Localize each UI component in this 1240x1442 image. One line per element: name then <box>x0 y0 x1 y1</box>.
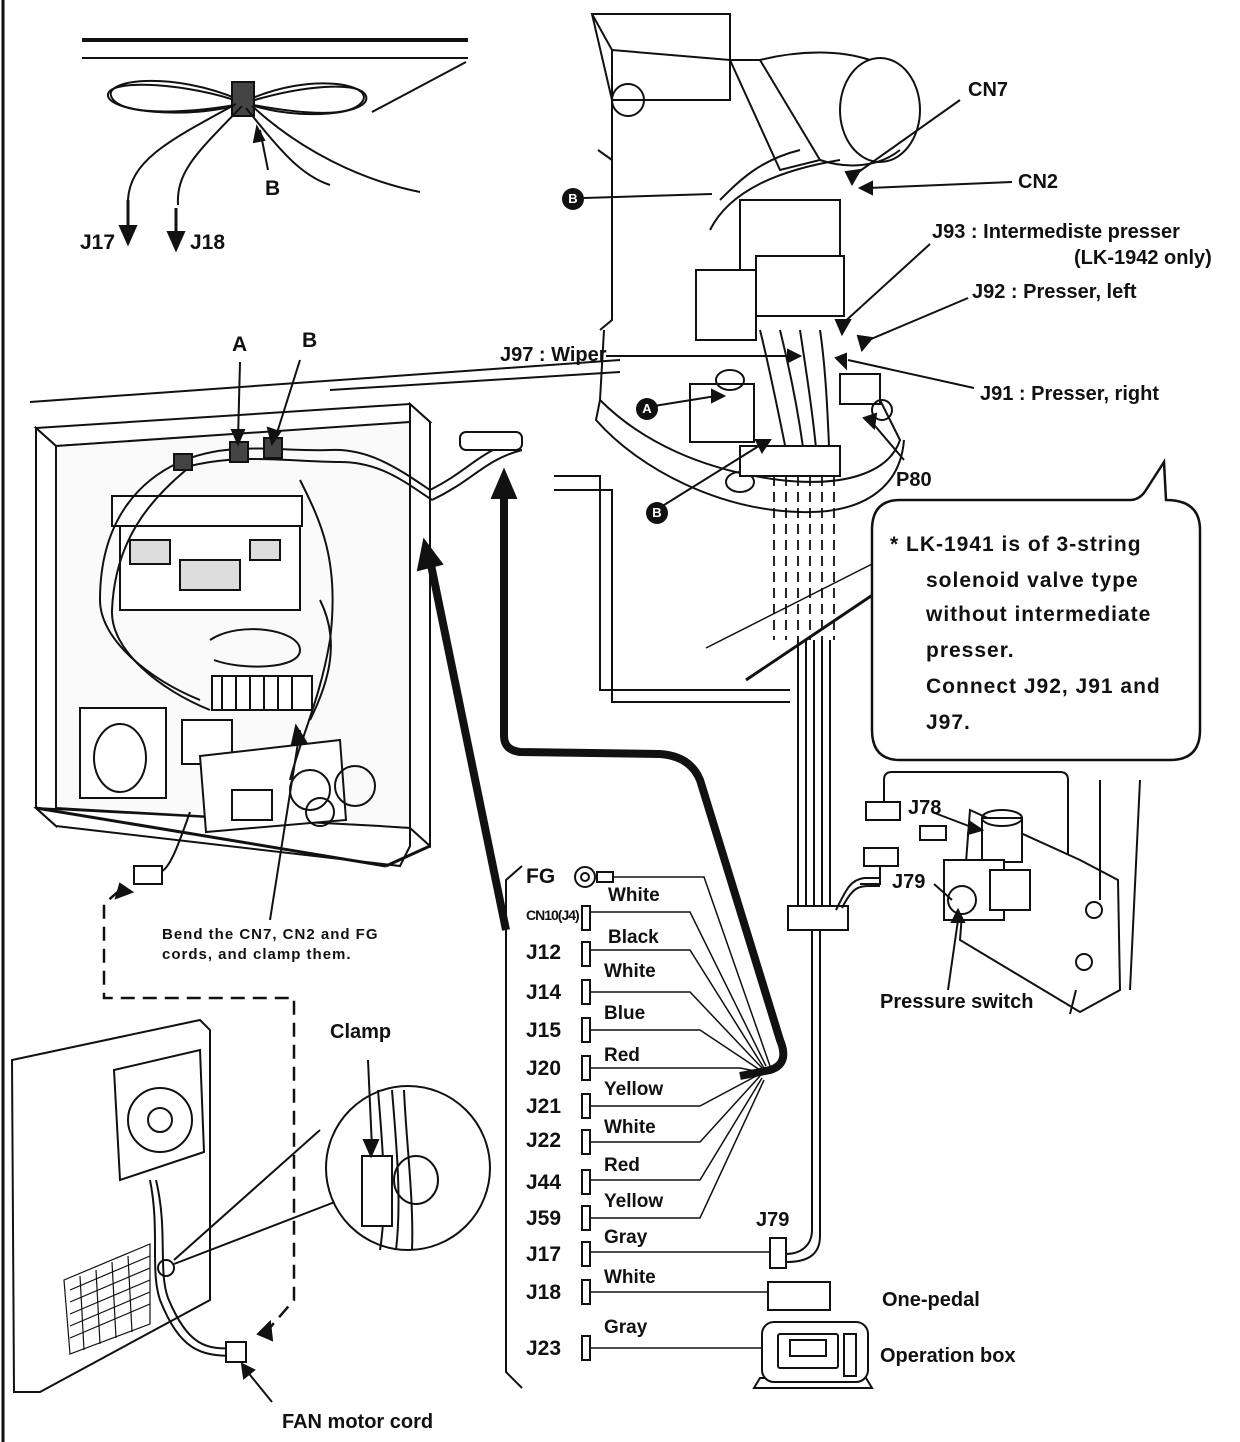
pressure-switch-label: Pressure switch <box>880 991 1034 1013</box>
wire-color-j59: Yellow <box>604 1191 664 1212</box>
cable-bundle-detail <box>82 38 468 253</box>
bend-note-line-2: cords, and clamp them. <box>162 946 352 963</box>
wire-color-j12: Black <box>608 927 659 948</box>
connector-j44-label: J44 <box>526 1171 562 1194</box>
connector-cn10-label: CN10(J4) <box>526 907 580 923</box>
wire-color-j14: White <box>604 961 656 982</box>
cn2-label: CN2 <box>1018 171 1059 193</box>
wire-color-j15: Blue <box>604 1003 646 1024</box>
pneumatics-drawing <box>860 771 1141 1015</box>
connector-j59-label: J59 <box>526 1207 562 1230</box>
connector-j20-label: J20 <box>526 1057 562 1080</box>
bend-note-line-1: Bend the CN7, CN2 and FG <box>162 926 379 943</box>
wire-color-cn10: White <box>608 885 660 906</box>
j93-label: J93 : Intermediste presser <box>932 221 1180 243</box>
j79-pneumatic-label: J79 <box>892 871 926 893</box>
marker-a-icon: A <box>636 398 658 420</box>
wire-color-j44: Red <box>604 1155 640 1176</box>
callout-line-3: without intermediate <box>926 603 1152 626</box>
callout-line-1: * LK-1941 is of 3-string <box>890 533 1142 556</box>
wire-color-j17: Gray <box>604 1227 648 1248</box>
wire-color-j22: White <box>604 1117 656 1138</box>
clamp-label: Clamp <box>330 1021 392 1043</box>
wire-color-j20: Red <box>604 1045 640 1066</box>
connector-j14-label: J14 <box>526 981 562 1004</box>
connector-j17-label: J17 <box>526 1243 562 1266</box>
j92-label: J92 : Presser, left <box>972 281 1137 303</box>
clamp-a-label: A <box>232 333 248 356</box>
callout-line-2: solenoid valve type <box>926 569 1139 592</box>
j17-arrow-label: J17 <box>80 231 116 254</box>
j93-note: (LK-1942 only) <box>1074 247 1212 269</box>
cn7-label: CN7 <box>968 79 1009 101</box>
control-box-drawing <box>29 359 621 921</box>
operation-box-label: Operation box <box>880 1345 1016 1367</box>
wire-color-j18: White <box>604 1267 656 1288</box>
connector-j18-label: J18 <box>526 1281 562 1304</box>
one-pedal-label: One-pedal <box>882 1289 980 1311</box>
callout-line-4: presser. <box>926 639 1015 662</box>
wire-color-j23: Gray <box>604 1317 648 1338</box>
fg-label: FG <box>526 865 556 888</box>
fan-motor-cord-label: FAN motor cord <box>282 1411 434 1433</box>
clamp-b-label-box: B <box>302 329 318 352</box>
marker-b-icon-lower: B <box>646 502 668 524</box>
connector-j15-label: J15 <box>526 1019 562 1042</box>
callout-line-5: Connect J92, J91 and <box>926 675 1161 698</box>
marker-b-icon: B <box>562 188 584 210</box>
connector-j22-label: J22 <box>526 1129 562 1152</box>
j18-arrow-label: J18 <box>190 231 226 254</box>
clamp-b-label: B <box>265 177 281 200</box>
wire-color-j21: Yellow <box>604 1079 664 1100</box>
connector-j21-label: J21 <box>526 1095 562 1118</box>
j78-label: J78 <box>908 797 942 819</box>
j97-label: J97 : Wiper <box>500 344 607 366</box>
p80-label: P80 <box>896 469 932 491</box>
callout-bubble-outline <box>870 458 1202 762</box>
j91-label: J91 : Presser, right <box>980 383 1159 405</box>
machine-head-drawing <box>554 13 1013 1263</box>
connector-j12-label: J12 <box>526 941 562 964</box>
connector-j23-label: J23 <box>526 1337 562 1360</box>
harness-path <box>500 488 788 1080</box>
callout-line-6: J97. <box>926 711 971 734</box>
return-arrow <box>426 559 510 931</box>
fan-panel-drawing <box>10 1018 491 1403</box>
j79-peripheral-label: J79 <box>756 1209 790 1231</box>
